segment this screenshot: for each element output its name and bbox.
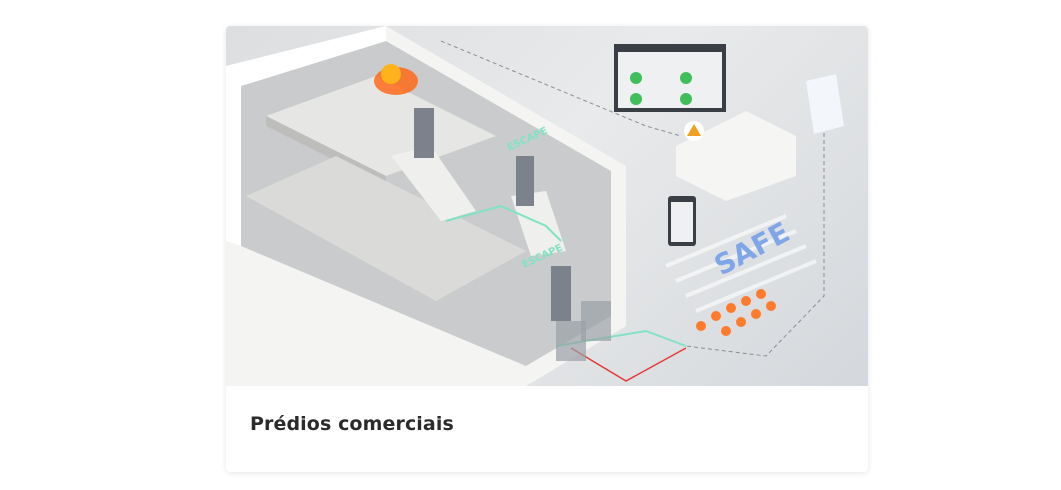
building-card[interactable]: ESCAPE ESCAPE SA: [226, 26, 868, 472]
card-title[interactable]: Prédios comerciais: [250, 413, 454, 435]
safe-label: SAFE: [709, 215, 795, 282]
commercial-building-illustration: ESCAPE ESCAPE SA: [226, 26, 868, 386]
